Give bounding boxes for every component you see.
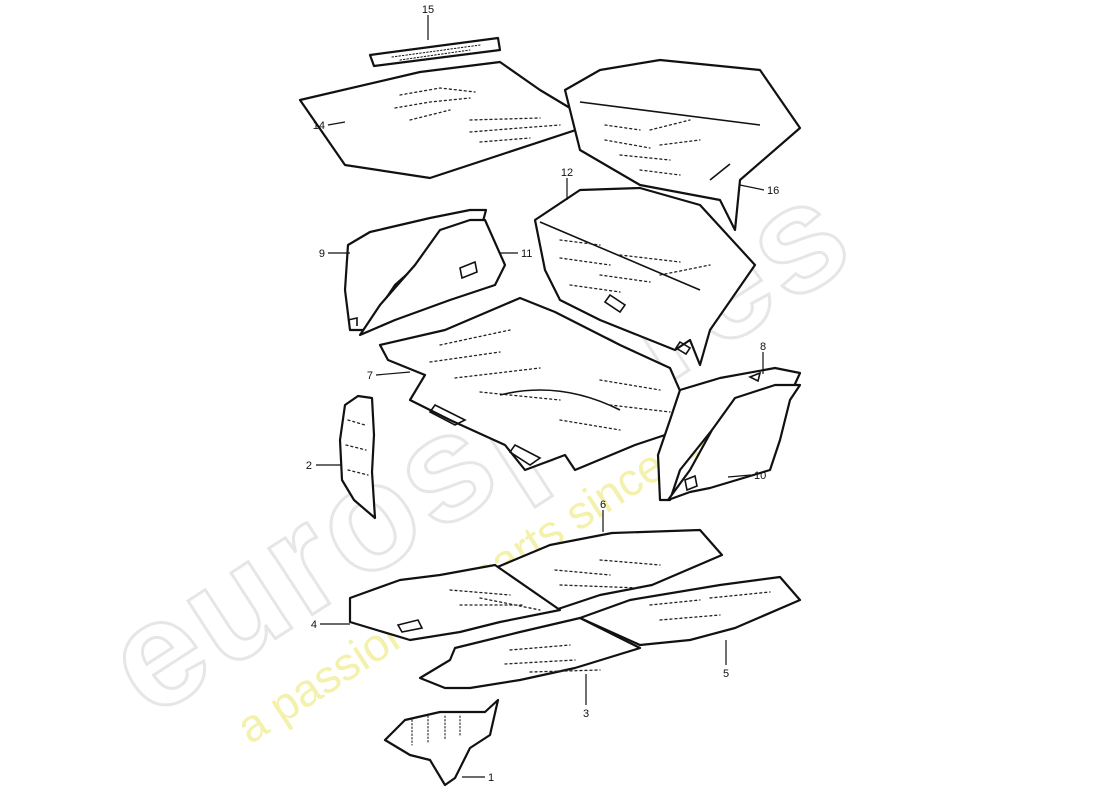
callout-16: 16 (767, 185, 779, 197)
part-7[interactable] (378, 296, 697, 472)
part-3[interactable] (418, 616, 642, 690)
callout-10: 10 (754, 470, 766, 482)
part-2[interactable] (338, 394, 377, 520)
part-15[interactable] (368, 36, 502, 68)
part-6[interactable] (493, 528, 724, 612)
callout-14: 14 (313, 120, 325, 132)
part-1[interactable] (383, 698, 500, 787)
callout-4: 4 (311, 619, 317, 631)
callout-15: 15 (422, 4, 434, 16)
part-12[interactable] (533, 186, 757, 367)
callout-9: 9 (319, 248, 325, 260)
part-5[interactable] (578, 575, 802, 647)
callout-2: 2 (306, 460, 312, 472)
callout-labels: 15 14 16 12 9 11 7 8 2 10 6 4 5 3 1 (306, 4, 779, 784)
callout-11: 11 (521, 248, 532, 260)
callout-12: 12 (561, 167, 573, 179)
part-11[interactable] (358, 218, 507, 337)
part-14[interactable] (298, 60, 592, 180)
callout-5: 5 (723, 668, 729, 680)
callout-7: 7 (367, 370, 373, 382)
part-4[interactable] (348, 563, 562, 642)
leader-lines (316, 15, 765, 778)
callout-8: 8 (760, 341, 766, 353)
part-10[interactable] (666, 383, 802, 502)
callout-3: 3 (583, 708, 589, 720)
callout-6: 6 (600, 499, 606, 511)
callout-1: 1 (488, 772, 494, 784)
part-16[interactable] (563, 58, 802, 232)
